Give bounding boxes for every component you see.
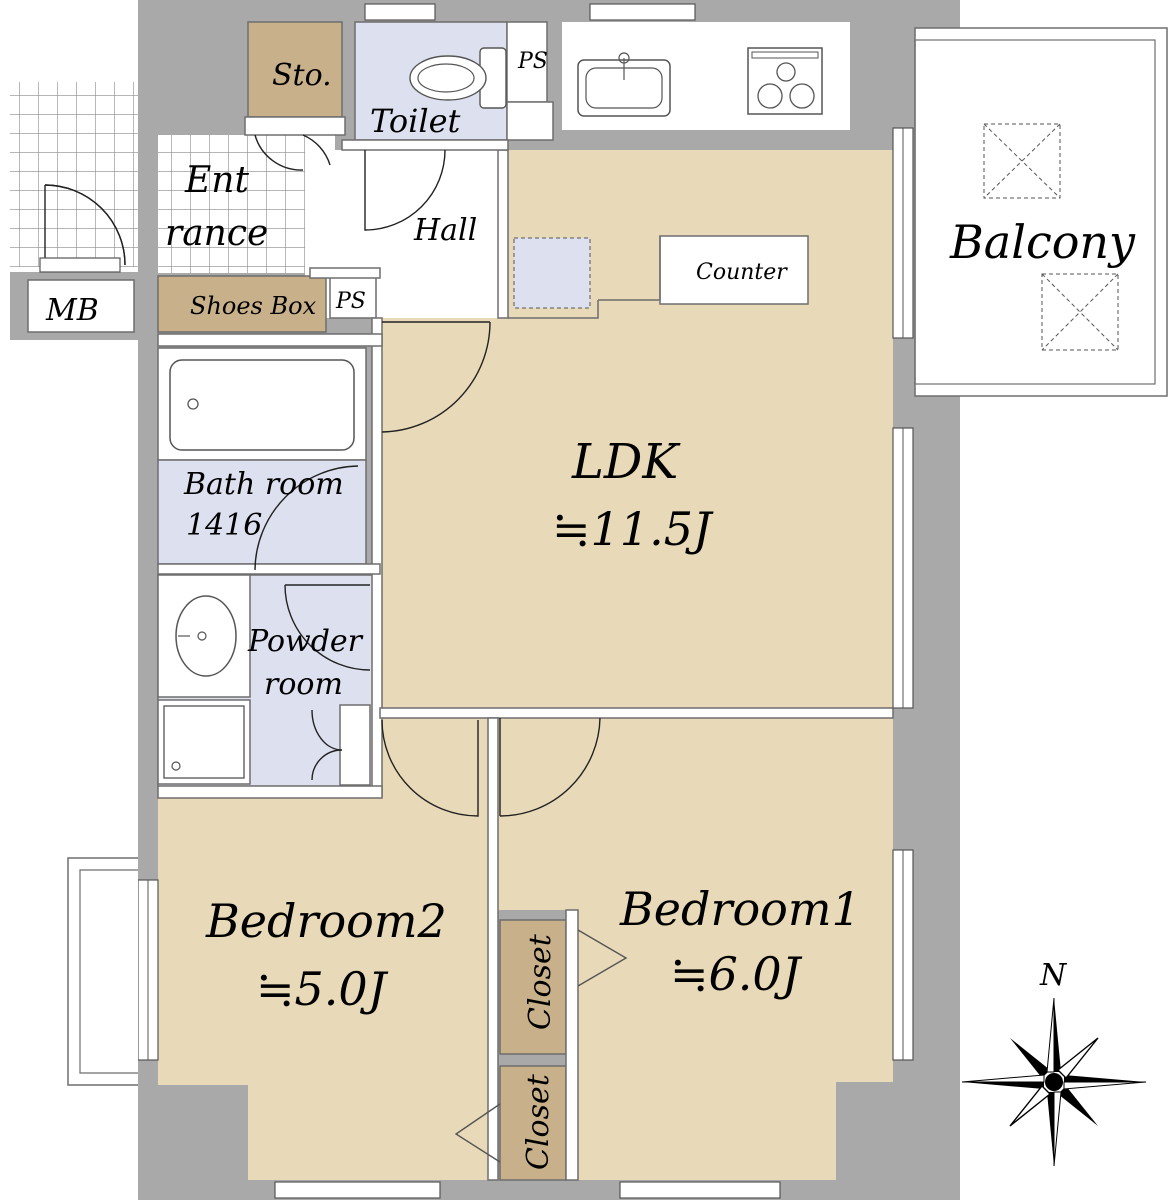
ldk-label: LDK — [571, 434, 681, 490]
ldk-door — [381, 321, 491, 433]
balcony-area — [914, 27, 1168, 397]
bedroom2-size-label: ≒5.0J — [256, 962, 389, 1016]
ldk-size-label: ≒11.5J — [552, 502, 714, 556]
ps-toilet-box — [506, 21, 548, 103]
powder-door — [284, 584, 371, 671]
counter-label: Counter — [696, 260, 788, 285]
storage-floor — [247, 21, 343, 118]
bedroom1-label: Bedroom1 — [619, 882, 861, 936]
front-door — [44, 184, 126, 266]
fridge-space — [513, 237, 591, 309]
hall-label: Hall — [413, 213, 477, 248]
toilet-bowl-icon — [409, 47, 507, 109]
kitchen-area — [562, 22, 850, 130]
washer-pan — [157, 699, 251, 785]
bathroom-label: Bath room — [183, 467, 344, 502]
bedroom1-size-label: ≒6.0J — [670, 947, 803, 1001]
mb-box — [27, 279, 135, 333]
ps-hall-label: PS — [335, 289, 366, 314]
storage-door — [254, 134, 331, 171]
powder-label-2: room — [264, 667, 343, 702]
closet2-box — [499, 1065, 567, 1181]
bedroom2-door — [381, 719, 479, 817]
north-compass-icon — [961, 997, 1147, 1167]
bedroom2-floor — [158, 718, 488, 1180]
mb-label: MB — [45, 293, 99, 328]
bedroom1-floor — [498, 718, 893, 1180]
entrance-label-1: Ent — [184, 160, 249, 201]
bathroom-floor — [157, 459, 367, 565]
ps-toilet-label: PS — [517, 49, 548, 74]
storage-label: Sto. — [272, 58, 332, 93]
powder-label-1: Powder — [247, 624, 364, 659]
bedroom2-label: Bedroom2 — [205, 894, 447, 948]
entrance-label-2: rance — [165, 213, 268, 254]
bath-door — [254, 465, 359, 571]
entrance-floor — [158, 135, 308, 273]
balcony-label: Balcony — [949, 215, 1136, 269]
stove — [747, 47, 823, 115]
bedroom1-door — [499, 717, 601, 817]
windows — [39, 3, 914, 1199]
closet1-door — [577, 929, 628, 987]
side-rail — [67, 857, 138, 1086]
compass-north-label: N — [1039, 958, 1068, 993]
cabinet-doors — [311, 709, 343, 781]
bathroom-size-label: 1416 — [186, 508, 262, 543]
bathtub-icon — [169, 359, 355, 451]
shoes-box-label: Shoes Box — [190, 292, 317, 320]
toilet-counter — [506, 101, 554, 141]
toilet-door — [364, 149, 446, 231]
powder-cabinet — [339, 704, 371, 786]
outer-tile-porch — [10, 82, 138, 267]
shoes-box — [157, 275, 327, 333]
closet2-door — [454, 1103, 501, 1163]
closet1-label: Closet — [523, 933, 558, 1030]
washbasin-icon — [175, 595, 237, 677]
toilet-label: Toilet — [370, 102, 461, 140]
closet2-label: Closet — [521, 1073, 556, 1170]
